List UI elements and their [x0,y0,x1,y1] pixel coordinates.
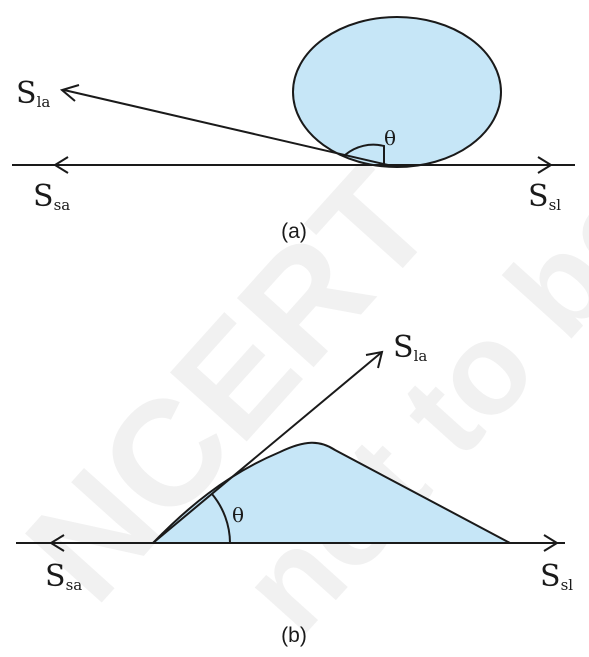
caption-b: (b) [281,624,307,647]
arrowhead-la-b [365,350,384,369]
arrowhead-la-a [59,84,80,102]
arrowhead-sl-b [543,534,559,552]
angle-arc-a [344,143,385,165]
vector-la-b [152,351,383,544]
theta-label-b: θ [232,503,244,527]
arrowhead-sa-b [49,534,65,552]
label-s-sl-b: Ssl [540,559,573,594]
figure-a: θ Sla Ssa Ssl (a) [12,16,575,243]
caption-a: (a) [281,220,307,243]
arrowhead-sl-a [537,156,553,174]
label-s-la-b: Sla [393,330,427,365]
theta-label-a: θ [384,126,396,150]
label-s-la-a: Sla [16,76,50,111]
figure-b: θ Sla Ssa Ssl (b) [16,330,573,647]
label-s-sa-b: Ssa [45,559,82,594]
angle-arc-b [211,493,231,544]
vector-la-a [63,89,389,166]
label-s-sa-a: Ssa [33,179,70,214]
drop-b [150,441,511,544]
drop-a [292,16,502,168]
label-s-sl-a: Ssl [528,179,561,214]
arrowhead-sa-a [53,156,69,174]
